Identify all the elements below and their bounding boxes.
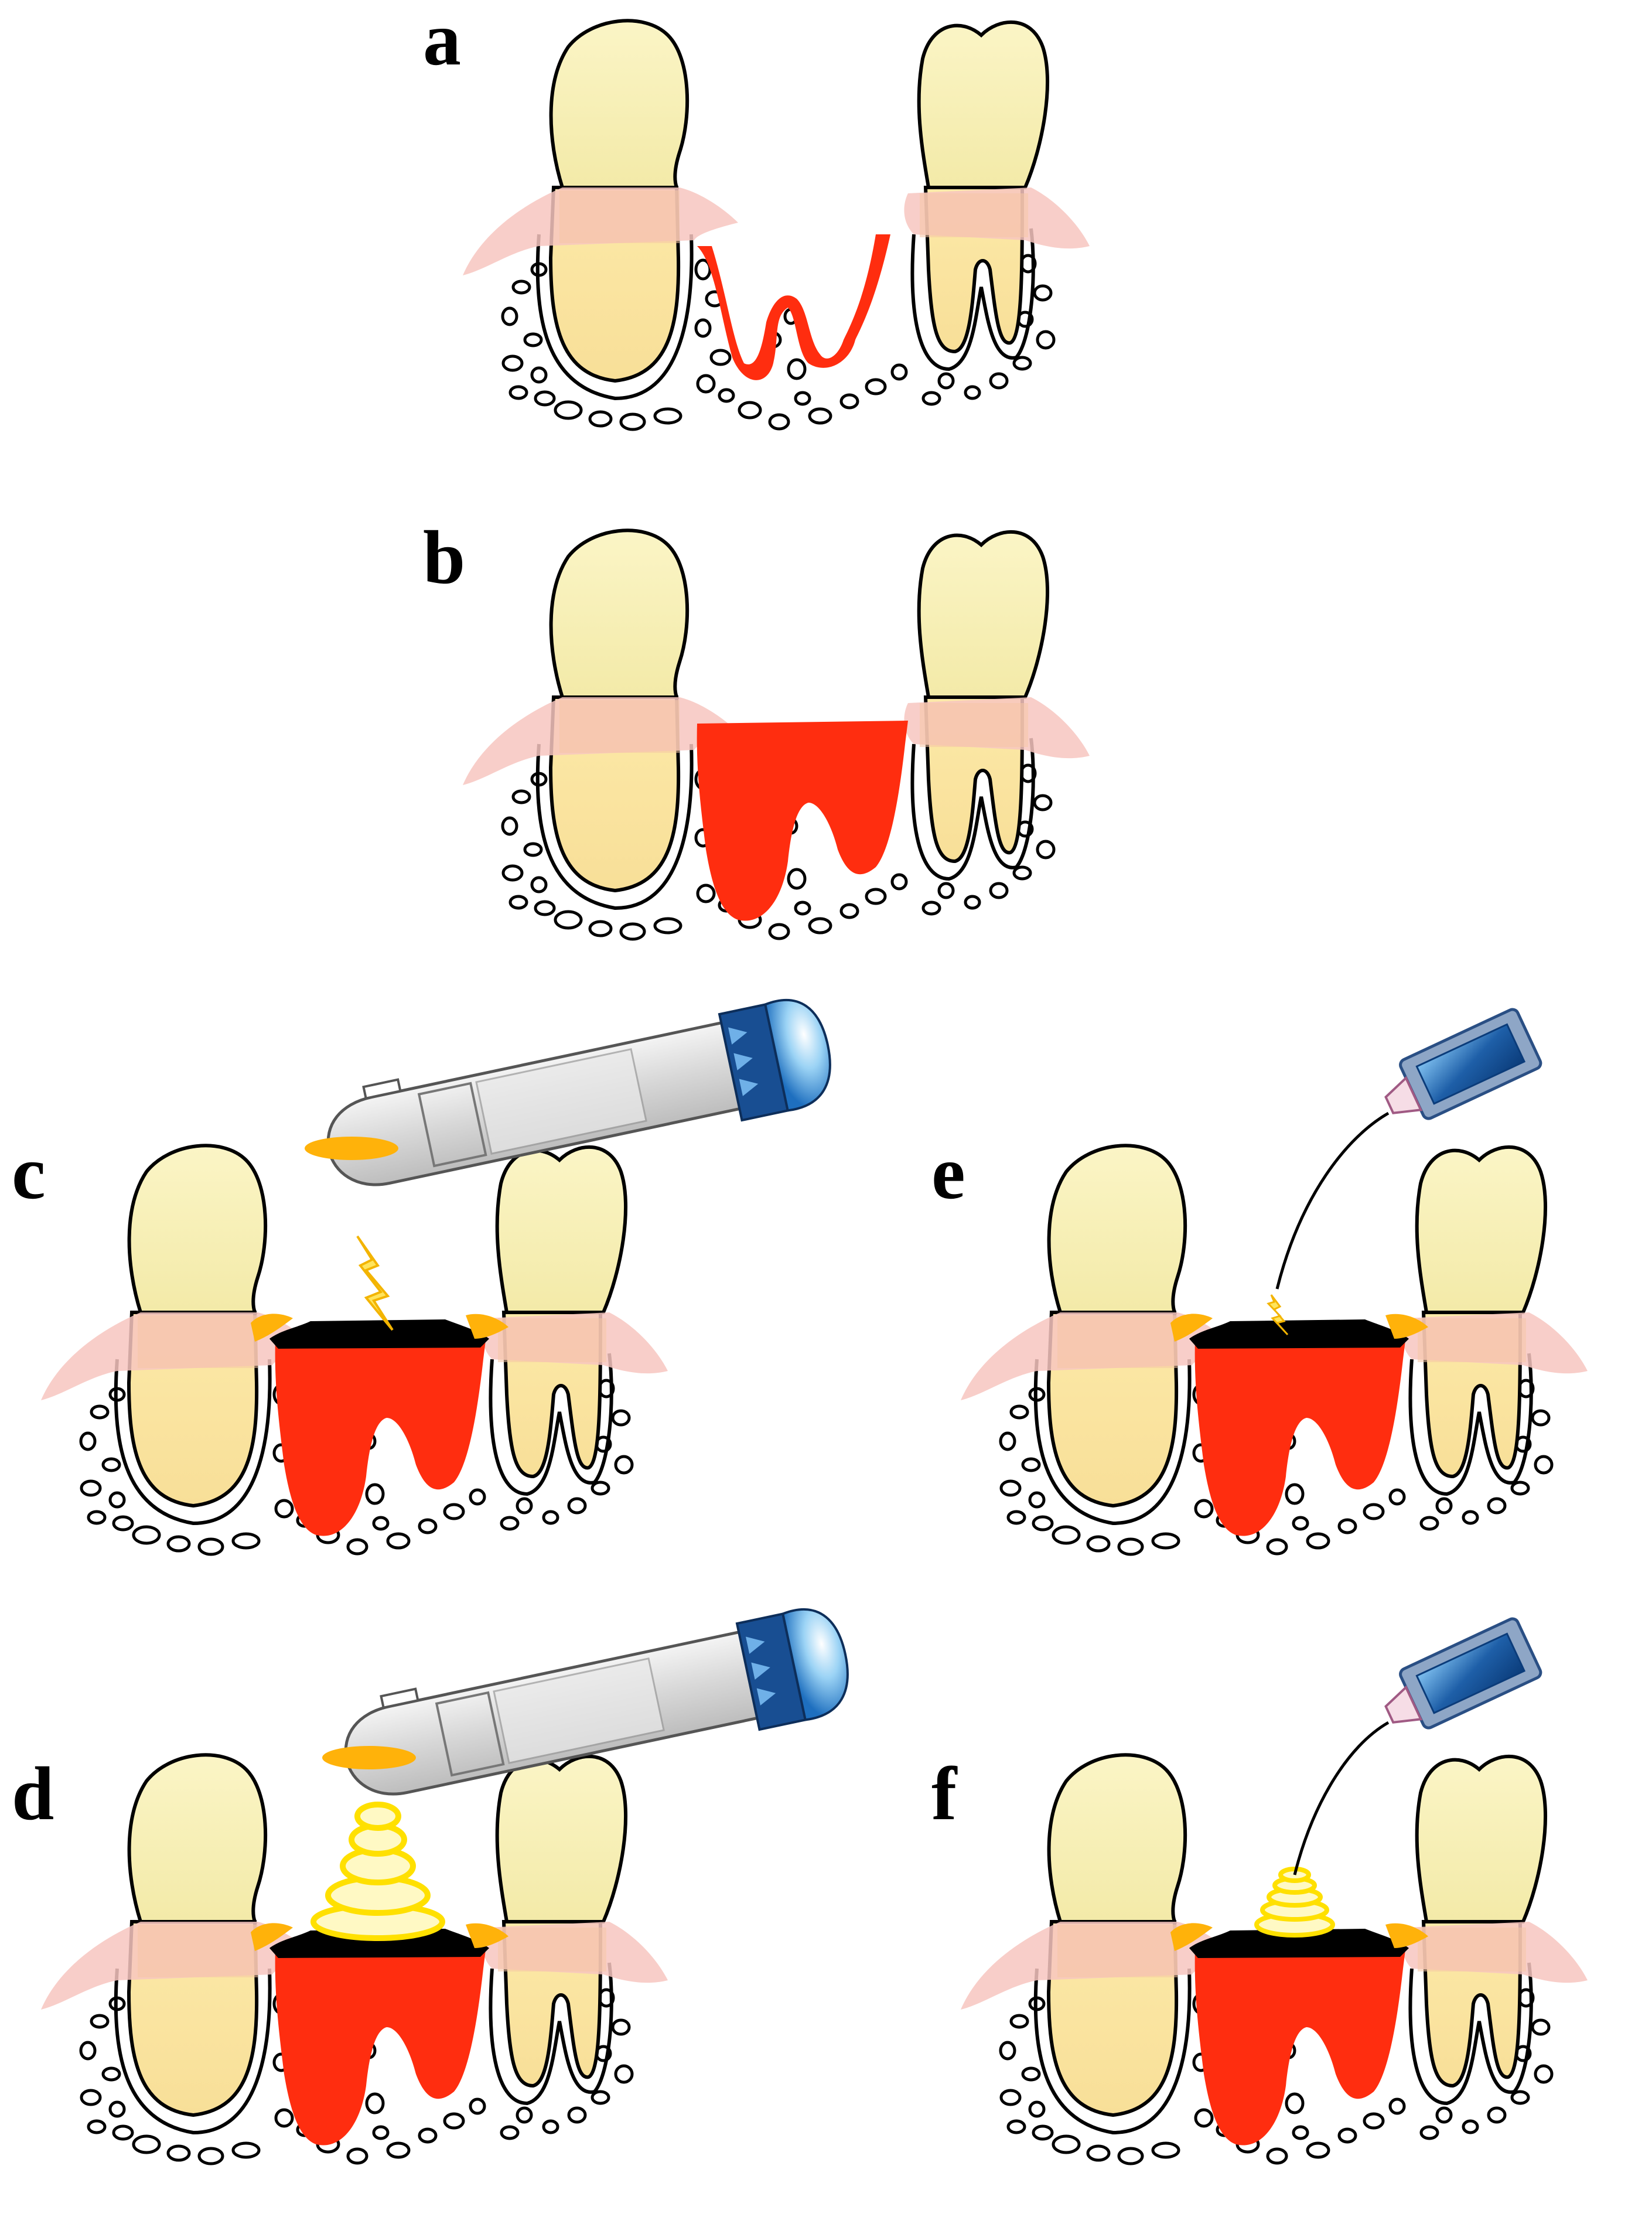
energy-spark xyxy=(356,1235,394,1331)
panel-d xyxy=(41,1755,668,2164)
electrode-wire-f xyxy=(1293,1721,1390,1875)
electrode-device-f xyxy=(1375,1617,1543,1741)
dental-scene xyxy=(463,21,1090,429)
energy-waves xyxy=(1254,1867,1335,1938)
panel-label-b: b xyxy=(423,516,465,600)
electrode-spark xyxy=(1267,1294,1289,1336)
panel-label-e: e xyxy=(931,1131,965,1215)
panel-c xyxy=(41,1145,668,1554)
panel-label-c: c xyxy=(12,1131,46,1215)
panel-b xyxy=(463,530,1090,939)
electrode-wire-e xyxy=(1275,1111,1390,1290)
energy-waves xyxy=(310,1802,445,1941)
panel-f xyxy=(961,1755,1588,2164)
panel-a xyxy=(463,21,1090,429)
electrode-device-e xyxy=(1375,1008,1543,1132)
panel-label-d: d xyxy=(12,1752,54,1836)
panel-e xyxy=(961,1145,1588,1554)
panel-label-a: a xyxy=(423,0,461,81)
panel-label-f: f xyxy=(931,1752,958,1836)
